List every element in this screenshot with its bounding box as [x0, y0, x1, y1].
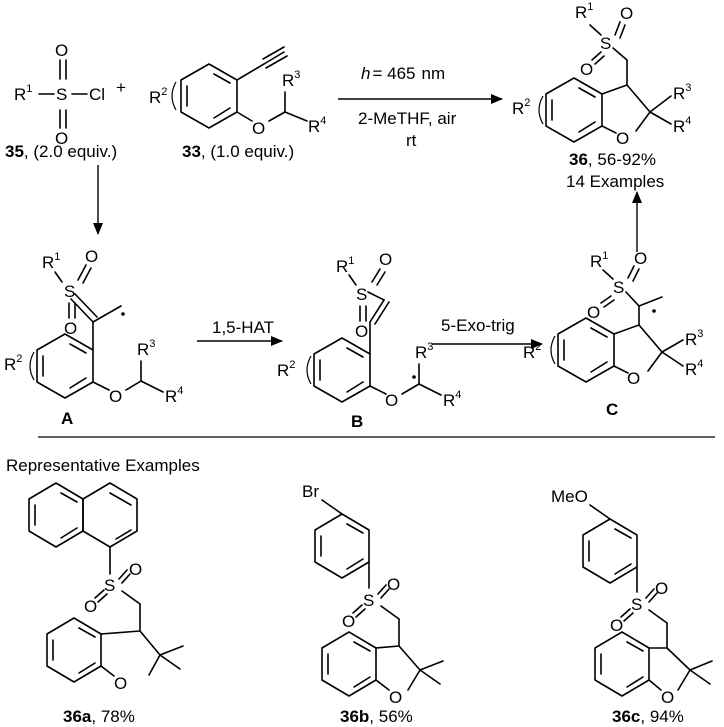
r2-label: R2: [512, 97, 530, 118]
intermediate-b: R2 S R1 O O O R3 R4 B: [277, 250, 461, 431]
oxygen-atom: O: [129, 560, 142, 579]
sulfonyl-chloride-35: R1 S Cl O O 35, (2.0 equiv.): [5, 41, 117, 161]
hat-step-label: 1,5-HAT: [212, 318, 274, 337]
r2-label: R2: [277, 359, 295, 380]
sulfur-atom: S: [104, 576, 115, 595]
intermediate-label-c: C: [606, 400, 618, 419]
sulfur-atom: S: [600, 34, 611, 53]
oxygen-atom: O: [634, 249, 647, 268]
example-label-36b: 36b, 56%: [340, 707, 413, 726]
oxygen-atom: O: [55, 129, 68, 148]
bromo-substituent: Br: [302, 482, 319, 501]
r4-label: R4: [685, 358, 703, 379]
r4-label: R4: [673, 115, 691, 136]
r1-label: R1: [14, 83, 32, 104]
product-36: O R3 R4 R2 S R1 O O 36, 56-92% 14 Exampl…: [512, 1, 691, 191]
sulfur-atom: S: [613, 278, 624, 297]
r1-label: R1: [42, 251, 60, 272]
example-36b: Br S O O O 36b, 56%: [302, 482, 444, 726]
r3-label: R3: [282, 69, 300, 90]
r4-label: R4: [165, 385, 183, 406]
oxygen-atom: O: [109, 387, 122, 406]
oxygen-atom: O: [379, 250, 392, 269]
sulfur-atom: S: [631, 595, 642, 614]
compound-label-35: 35, (2.0 equiv.): [5, 142, 117, 161]
r1-label: R1: [590, 250, 608, 271]
r2-label: R2: [4, 353, 22, 374]
oxygen-atom: O: [85, 247, 98, 266]
oxygen-atom: O: [616, 129, 629, 148]
sulfur-atom: S: [363, 591, 374, 610]
intermediate-c: R2 O R3 R4 S R1 O O C: [523, 249, 703, 419]
oxygen-atom: O: [55, 41, 68, 60]
r4-label: R4: [443, 389, 461, 410]
oxygen-atom: O: [252, 119, 265, 138]
r2-label: R2: [149, 86, 167, 107]
intermediate-label-b: B: [351, 412, 363, 431]
r1-label: R1: [575, 1, 593, 22]
oxygen-atom: O: [580, 60, 593, 79]
compound-label-33: 33, (1.0 equiv.): [182, 142, 294, 161]
methoxy-substituent: MeO: [551, 487, 588, 506]
oxygen-atom: O: [387, 575, 400, 594]
oxygen-atom: O: [655, 579, 668, 598]
sulfur-atom: S: [356, 285, 367, 304]
compound-label-36: 36, 56-92%: [569, 150, 656, 169]
intermediate-a: R2 S R1 O O O R3 R4 A: [4, 247, 183, 428]
example-36c: MeO S O O O 36c, 94%: [551, 487, 713, 726]
oxygen-atom: O: [620, 4, 633, 23]
oxygen-atom: O: [342, 612, 355, 631]
intermediate-label-a: A: [61, 409, 73, 428]
oxygen-atom: O: [64, 319, 77, 338]
oxygen-atom: O: [610, 616, 623, 635]
r3-label: R3: [673, 82, 691, 103]
r1-label: R1: [336, 255, 354, 276]
oxygen-atom: O: [661, 688, 674, 707]
oxygen-atom: O: [355, 322, 368, 341]
r3-label: R3: [685, 328, 703, 349]
oxygen-atom: O: [627, 369, 640, 388]
example-36a: S O O O 36a, 78%: [28, 482, 184, 726]
sulfur-atom: S: [56, 85, 67, 104]
examples-heading: Representative Examples: [6, 456, 200, 475]
sulfur-atom: S: [64, 282, 75, 301]
oxygen-atom: O: [385, 391, 398, 410]
oxygen-atom: O: [114, 674, 127, 693]
oxygen-atom: O: [389, 688, 402, 707]
example-label-36a: 36a, 78%: [63, 707, 135, 726]
oxygen-atom: O: [587, 303, 600, 322]
temperature-condition: rt: [406, 131, 417, 150]
r3-label: R3: [415, 341, 433, 362]
r4-label: R4: [308, 115, 326, 136]
plus-sign: +: [116, 78, 126, 97]
r2-label: R2: [523, 341, 541, 362]
oxygen-atom: O: [84, 597, 97, 616]
solvent-condition: 2-MeTHF, air: [358, 109, 457, 128]
examples-count: 14 Examples: [566, 172, 664, 191]
alkyne-ether-33: O R3 R4 R2 33, (1.0 equiv.): [149, 46, 326, 161]
cyclization-step-label: 5-Exo-trig: [441, 316, 515, 335]
chlorine-atom: Cl: [89, 85, 105, 104]
example-label-36c: 36c, 94%: [612, 707, 684, 726]
r3-label: R3: [137, 338, 155, 359]
